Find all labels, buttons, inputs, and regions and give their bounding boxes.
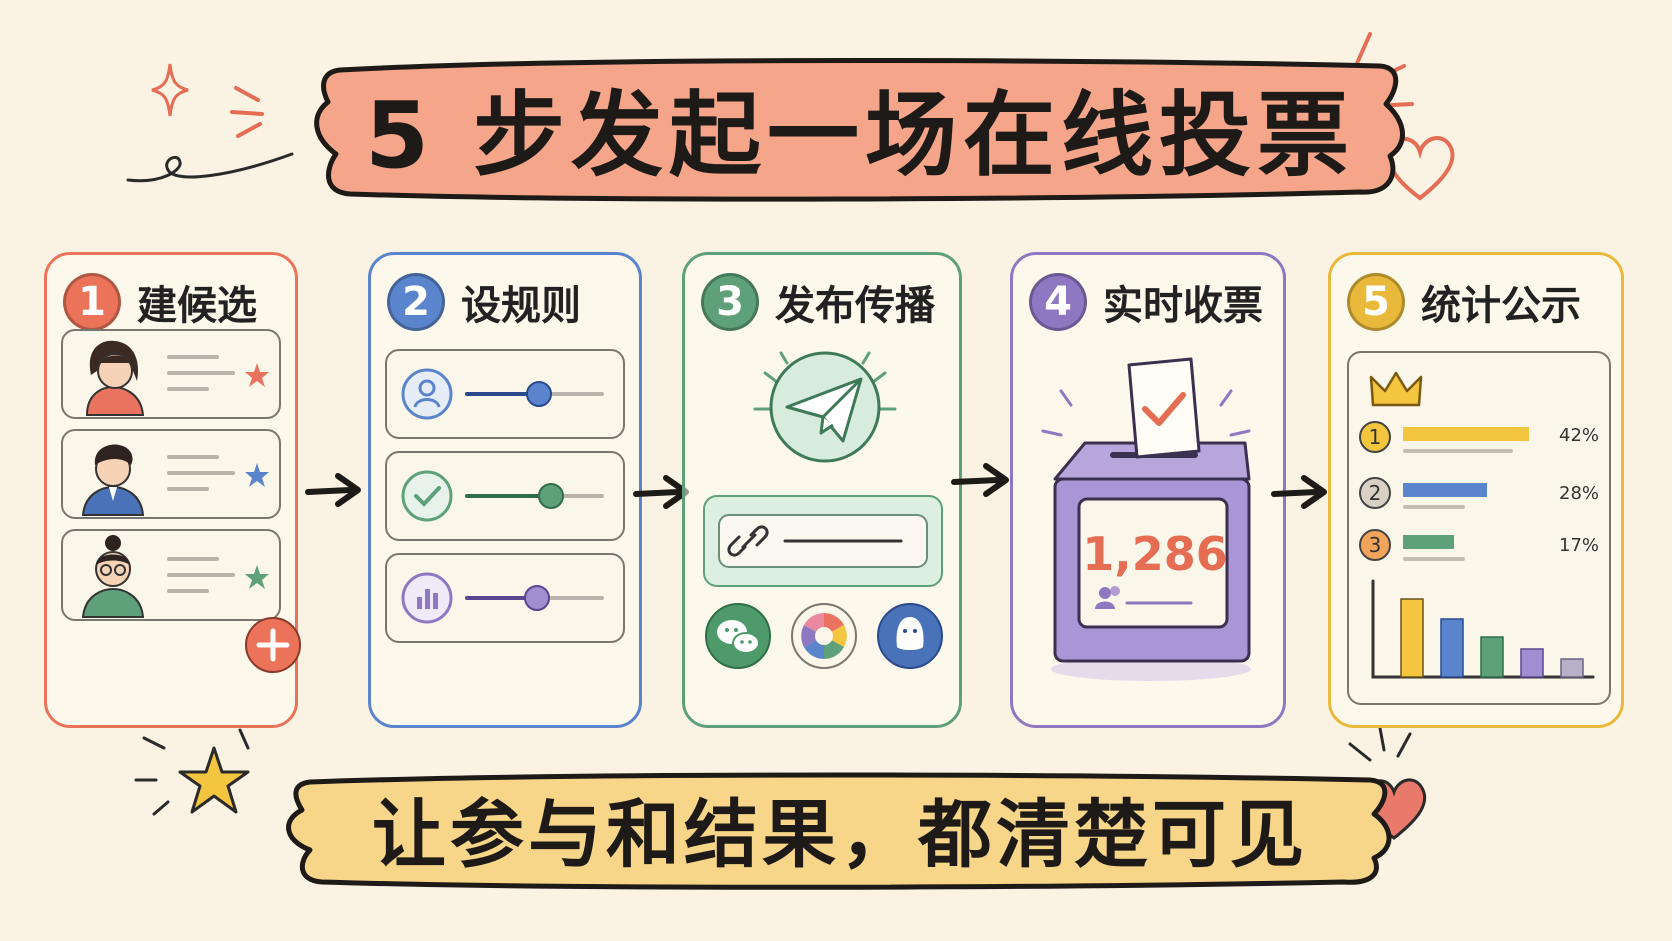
arrow-right-icon bbox=[1271, 475, 1327, 509]
rank-number-1: 1 bbox=[1369, 425, 1382, 449]
candidate-row[interactable] bbox=[61, 529, 281, 621]
step-title-1: 建候选 bbox=[137, 283, 257, 329]
avatar-icon bbox=[85, 340, 145, 416]
step-title-3: 发布传播 bbox=[775, 283, 935, 329]
star-icon bbox=[245, 565, 269, 589]
rank-percent-3: 17% bbox=[1559, 535, 1600, 556]
star-icon bbox=[134, 728, 250, 816]
wechat-icon[interactable] bbox=[703, 601, 773, 671]
rule-row[interactable] bbox=[385, 349, 625, 439]
title-banner bbox=[314, 58, 1405, 202]
page-title: 5 步发起一场在线投票 bbox=[364, 81, 1356, 189]
candidate-row[interactable] bbox=[61, 329, 281, 419]
step-card-3: 3 发布传播 bbox=[682, 252, 962, 728]
rank-bar-1 bbox=[1403, 427, 1529, 441]
step-card-4: 4 实时收票 1,286 bbox=[1010, 252, 1286, 728]
rule-row[interactable] bbox=[385, 553, 625, 643]
rank-badge-2 bbox=[1359, 477, 1391, 509]
sparkle-icon bbox=[151, 63, 189, 117]
step-number-4: 4 bbox=[1029, 273, 1087, 331]
candidate-row[interactable] bbox=[61, 429, 281, 519]
crown-icon bbox=[1369, 371, 1423, 407]
camera-shutter-icon[interactable] bbox=[789, 601, 859, 671]
burst-lines-left bbox=[230, 86, 264, 138]
check-icon bbox=[401, 470, 453, 522]
link-icon bbox=[727, 525, 769, 557]
bar-chart-icon bbox=[1371, 579, 1595, 679]
rank-badge-1 bbox=[1359, 421, 1391, 453]
rank-bar-2 bbox=[1403, 483, 1487, 497]
step-card-2: 2 设规则 bbox=[368, 252, 642, 728]
step-title-4: 实时收票 bbox=[1103, 283, 1263, 329]
plus-icon bbox=[256, 628, 290, 662]
star-icon bbox=[245, 463, 269, 487]
rank-percent-2: 28% bbox=[1559, 483, 1600, 504]
subtitle-banner bbox=[286, 772, 1392, 890]
avatar-icon bbox=[81, 444, 145, 516]
rank-line-3 bbox=[1403, 557, 1465, 561]
rank-number-3: 3 bbox=[1369, 533, 1382, 557]
vote-count: 1,286 bbox=[1082, 527, 1228, 581]
step-number-3: 3 bbox=[701, 273, 759, 331]
star-icon bbox=[245, 363, 269, 387]
ballot-paper bbox=[1127, 357, 1201, 459]
rank-line-1 bbox=[1403, 449, 1513, 453]
swirl-decoration bbox=[126, 152, 294, 183]
paper-plane-icon bbox=[753, 351, 897, 463]
users-icon bbox=[1095, 586, 1120, 609]
slider-handle bbox=[524, 585, 550, 611]
rank-number-2: 2 bbox=[1369, 481, 1382, 505]
results-panel: 1 2 3 42% 28% 17% bbox=[1347, 351, 1611, 705]
step-title-2: 设规则 bbox=[461, 283, 581, 329]
step-card-1: 1 建候选 bbox=[44, 252, 301, 728]
step-number-1: 1 bbox=[63, 273, 121, 331]
step-number-5: 5 bbox=[1347, 273, 1405, 331]
ranking-list: 1 2 3 bbox=[1359, 421, 1529, 561]
step-title-5: 统计公示 bbox=[1421, 283, 1581, 329]
slider-handle bbox=[526, 381, 552, 407]
rank-percent-1: 42% bbox=[1559, 425, 1600, 446]
ballot-box-icon bbox=[1041, 357, 1251, 681]
add-candidate-button[interactable] bbox=[243, 615, 303, 675]
step-number-2: 2 bbox=[387, 273, 445, 331]
qq-icon[interactable] bbox=[875, 601, 945, 671]
slider-handle bbox=[538, 483, 564, 509]
rank-line-2 bbox=[1403, 505, 1465, 509]
rank-badge-3 bbox=[1359, 529, 1391, 561]
rule-row[interactable] bbox=[385, 451, 625, 541]
avatar-icon bbox=[81, 535, 145, 618]
share-link-box[interactable] bbox=[703, 495, 943, 587]
subtitle: 让参与和结果，都清楚可见 bbox=[372, 791, 1308, 878]
step-card-5: 5 统计公示 1 2 3 42% 28% 17% bbox=[1328, 252, 1624, 728]
rank-bar-3 bbox=[1403, 535, 1454, 549]
arrow-right-icon bbox=[951, 463, 1009, 497]
arrow-right-icon bbox=[305, 473, 361, 507]
